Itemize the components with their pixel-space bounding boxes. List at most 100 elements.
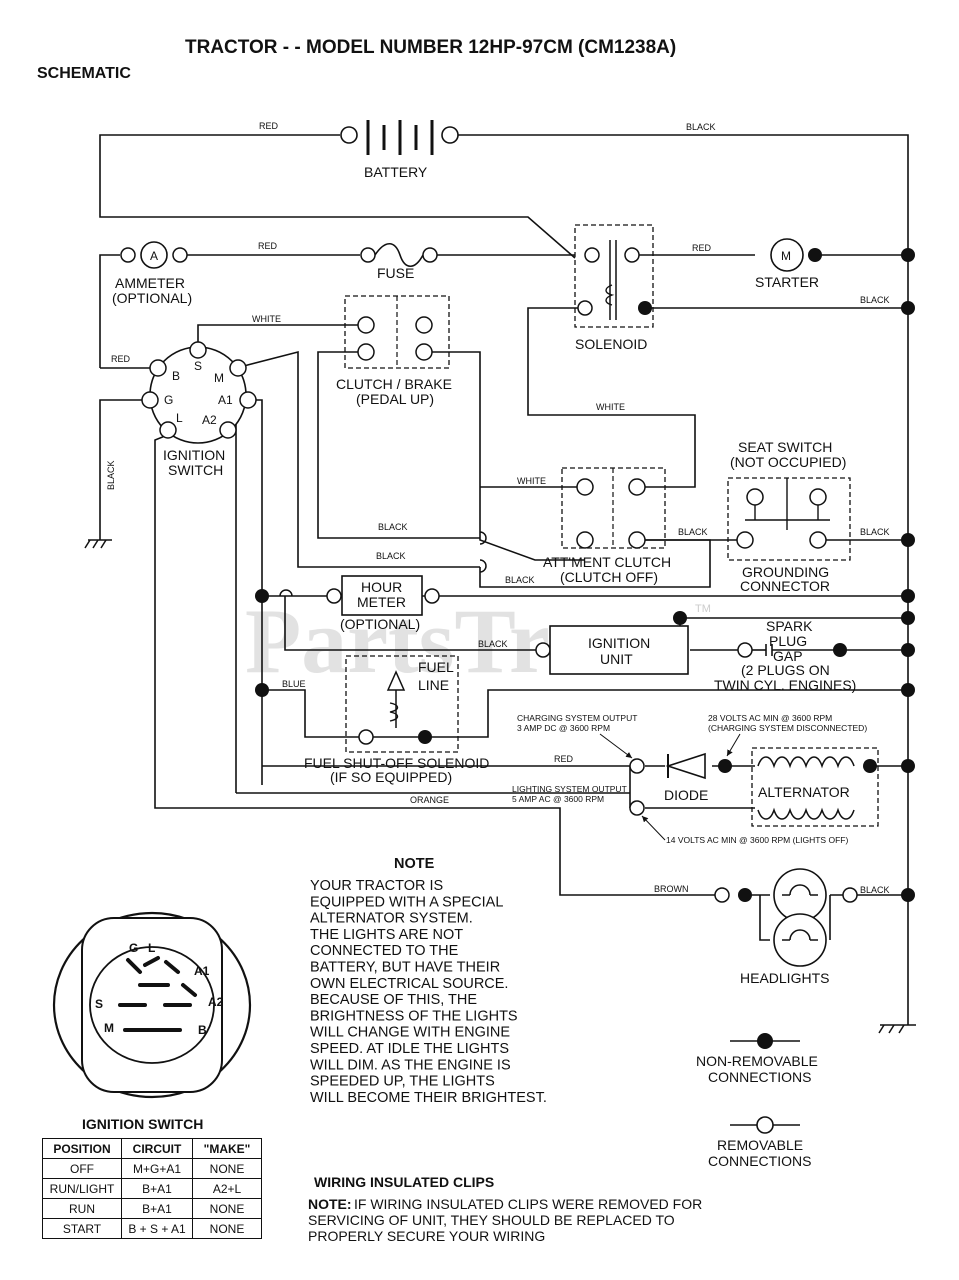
pin-a2: A2 <box>202 413 217 427</box>
spark-plug-engines: TWIN CYL. ENGINES) <box>714 677 856 693</box>
note-line: EQUIPPED WITH A SPECIAL <box>310 894 503 910</box>
switch-face-title: IGNITION SWITCH <box>82 1116 203 1132</box>
page-title: TRACTOR - - MODEL NUMBER 12HP-97CM (CM12… <box>185 37 676 58</box>
wire-black-seat: BLACK <box>678 527 708 537</box>
hour-meter: HOUR METER (OPTIONAL) <box>326 575 440 632</box>
note-line: YOUR TRACTOR IS <box>310 878 443 894</box>
table-cell: B + S + A1 <box>121 1218 193 1239</box>
wire-black-ground: BLACK <box>860 527 890 537</box>
table-row: START B + S + A1 NONE <box>42 1218 262 1239</box>
table-cell: M+G+A1 <box>121 1158 193 1179</box>
junction-dots <box>255 533 915 902</box>
table-header-make: "MAKE" <box>192 1138 262 1159</box>
ignition-switch: S M B A1 G L A2 IGNITION SWITCH <box>141 341 257 478</box>
att-clutch-label: ATT'MENT CLUTCH <box>543 554 671 570</box>
fuel-solenoid-label: FUEL SHUT-OFF SOLENOID <box>304 755 489 771</box>
note-line: THE LIGHTS ARE NOT <box>310 927 463 943</box>
wire-black-g: BLACK <box>106 460 116 490</box>
table-cell: B+A1 <box>121 1198 193 1219</box>
wire-black-solenoid: BLACK <box>860 295 890 305</box>
clutch-brake-switch: CLUTCH / BRAKE (PEDAL UP) <box>336 295 452 407</box>
wires <box>99 134 909 1025</box>
starter-symbol: M <box>781 249 791 263</box>
table-cell: B+A1 <box>121 1178 193 1199</box>
table-row: RUN B+A1 NONE <box>42 1198 262 1219</box>
wire-white-s: WHITE <box>252 314 281 324</box>
battery-label: BATTERY <box>364 164 428 180</box>
fuel-line-label-2: LINE <box>418 677 449 693</box>
face-g: G <box>129 941 138 955</box>
battery: BATTERY <box>340 120 459 180</box>
table-cell: RUN <box>42 1198 122 1219</box>
ignition-switch-label: IGNITION <box>163 447 225 463</box>
wire-red-charging: RED <box>554 754 574 764</box>
hour-meter-label-2: METER <box>357 594 406 610</box>
headlights-label: HEADLIGHTS <box>740 970 829 986</box>
note-line: WILL BECOME THEIR BRIGHTEST. <box>310 1090 547 1106</box>
table-row: RUN/LIGHT B+A1 A2+L <box>42 1178 262 1199</box>
table-row: OFF M+G+A1 NONE <box>42 1158 262 1179</box>
ignition-unit-label-2: UNIT <box>600 651 633 667</box>
note-line: WILL CHANGE WITH ENGINE <box>310 1025 510 1041</box>
wire-blue: BLUE <box>282 679 306 689</box>
clutch-brake-state: (PEDAL UP) <box>356 391 434 407</box>
face-l: L <box>148 941 155 955</box>
alt-voltage-note: (CHARGING SYSTEM DISCONNECTED) <box>708 723 867 733</box>
ignition-switch-label-2: SWITCH <box>168 462 223 478</box>
solenoid-label: SOLENOID <box>575 336 647 352</box>
ignition-unit-label: IGNITION <box>588 635 650 651</box>
seat-switch-label: SEAT SWITCH <box>738 439 832 455</box>
table-cell: START <box>42 1218 122 1239</box>
ammeter-optional: (OPTIONAL) <box>112 290 192 306</box>
face-a1: A1 <box>194 964 210 978</box>
wire-black-headlights: BLACK <box>860 885 890 895</box>
wire-black-clutch2: BLACK <box>376 551 406 561</box>
fuse: FUSE <box>360 242 438 281</box>
ignition-switch-face: G L A1 S A2 M B IGNITION SWITCH <box>52 911 252 1132</box>
fuel-line-label: FUEL <box>418 659 454 675</box>
starter-label: STARTER <box>755 274 819 290</box>
table-header-circuit: CIRCUIT <box>121 1138 193 1159</box>
ammeter-label: AMMETER <box>115 275 185 291</box>
pin-g: G <box>164 393 173 407</box>
charging-output-label: CHARGING SYSTEM OUTPUT <box>517 713 637 723</box>
ground-symbols <box>84 539 916 1034</box>
spark-plug-gap: GAP <box>773 648 803 664</box>
legend-removable: REMOVABLE <box>717 1137 803 1153</box>
starter: M STARTER <box>755 238 915 315</box>
pin-a1: A1 <box>218 393 233 407</box>
legend-non-removable-2: CONNECTIONS <box>708 1069 811 1085</box>
charging-output-value: 3 AMP DC @ 3600 RPM <box>517 723 610 733</box>
table-cell: OFF <box>42 1158 122 1179</box>
pin-b: B <box>172 369 180 383</box>
table-cell: A2+L <box>192 1178 262 1199</box>
table-cell: NONE <box>192 1198 262 1219</box>
ignition-switch-table: POSITION CIRCUIT "MAKE" OFF M+G+A1 NONE … <box>42 1138 262 1239</box>
ignition-unit: IGNITION UNIT <box>535 611 689 675</box>
wire-black-clutch3: BLACK <box>505 575 535 585</box>
pin-l: L <box>176 411 183 425</box>
lights-voltage-label: 14 VOLTS AC MIN @ 3600 RPM (LIGHTS OFF) <box>666 835 848 845</box>
legend-non-removable: NON-REMOVABLE <box>696 1053 818 1069</box>
legend-removable-2: CONNECTIONS <box>708 1153 811 1169</box>
grounding-connector-label: GROUNDING <box>742 564 829 580</box>
face-b: B <box>198 1023 207 1037</box>
face-a2: A2 <box>208 995 224 1009</box>
diode-label: DIODE <box>664 787 708 803</box>
note-line: SPEED. AT IDLE THE LIGHTS <box>310 1041 509 1057</box>
face-m: M <box>104 1021 114 1035</box>
fuel-shutoff-solenoid: FUEL LINE FUEL SHUT-OFF SOLENOID (IF SO … <box>304 655 489 785</box>
alternator: ALTERNATOR <box>629 747 879 827</box>
wire-red-battery: RED <box>259 121 279 131</box>
pin-s: S <box>194 359 202 373</box>
output-annotations: CHARGING SYSTEM OUTPUT 3 AMP DC @ 3600 R… <box>512 713 867 845</box>
wire-red-starter: RED <box>692 243 712 253</box>
clips-line-2: SERVICING OF UNIT, THEY SHOULD BE REPLAC… <box>308 1212 675 1228</box>
hour-meter-label: HOUR <box>361 579 402 595</box>
clips-line-3: PROPERLY SECURE YOUR WIRING <box>308 1228 545 1244</box>
wire-labels: RED BLACK RED RED BLACK WHITE RED WHITE … <box>106 121 890 895</box>
wire-black-battery: BLACK <box>686 122 716 132</box>
note-line: BRIGHTNESS OF THE LIGHTS <box>310 1008 518 1024</box>
note-heading: NOTE <box>394 856 435 872</box>
